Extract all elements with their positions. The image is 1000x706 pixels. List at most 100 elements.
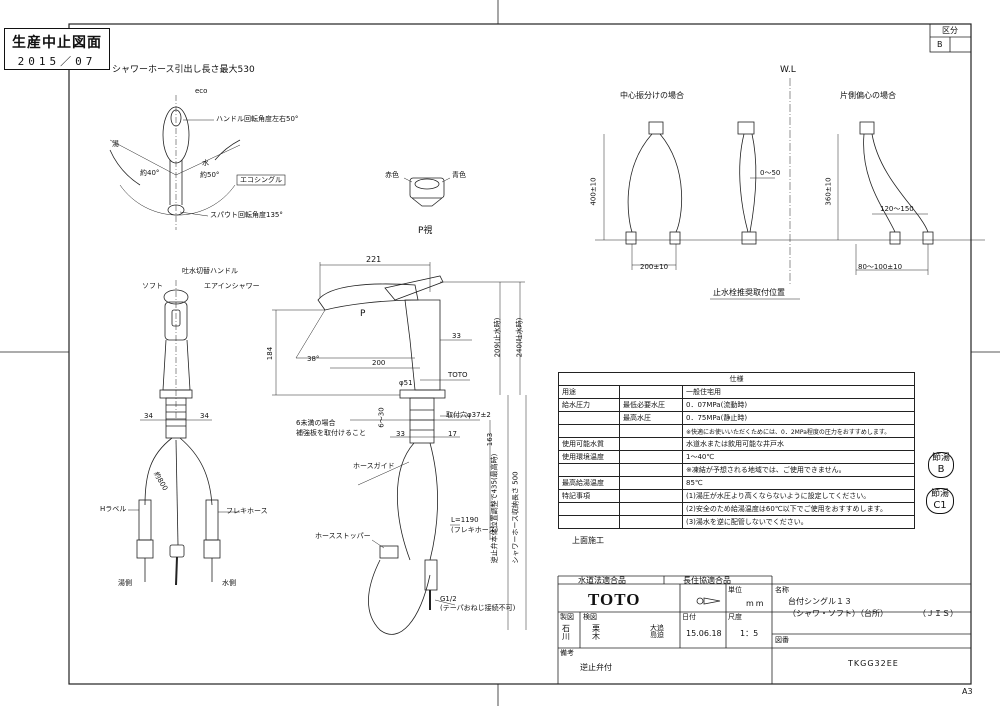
dim-right-34: 34 [200,412,209,420]
wl-view-drawing [595,78,985,300]
handle-rotation-label: ハンドル回転角度左右50° [216,115,299,123]
hot-angle-label: 約40° [140,169,160,177]
center-case-label: 中心振分けの場合 [620,91,684,100]
date-value: 15.06.18 [686,629,722,638]
p-view-caption: P視 [418,226,433,236]
dim-0-50: 0～50 [760,169,781,177]
angle-38: 38° [307,355,320,363]
soft-label: ソフト [142,282,163,290]
dim-33b: 33 [396,430,405,438]
blue-mark-label: 青色 [452,171,466,179]
dim-80-100: 80～100±10 [858,263,903,271]
remarks-value: 逆止弁付 [580,663,612,672]
thread-label: G1/2 [440,595,457,603]
hose-storage-label: シャワーホース収納長さ 500 [511,471,520,564]
dim-6-30: 6～30 [377,407,386,428]
cert-waterworks: 水道法適合品 [578,576,626,585]
table-row: (2)安全のため給湯温度は60℃以下でご使用をおすすめします。 [558,502,915,516]
hot-label: 湯 [112,140,119,148]
table-row: 使用可能水質水道水または飲用可能な井戸水 [558,437,915,451]
hose-stopper-label: ホースストッパー [315,532,371,540]
dim-33: 33 [452,332,461,340]
dim-left-34: 34 [144,412,153,420]
remarks-label: 備考 [560,649,574,657]
water-label: 水 [202,159,209,167]
check-name: 栗木 [592,624,600,641]
dim-400: 400±10 [589,177,598,206]
dim-200-10: 200±10 [640,263,669,271]
spec-title: 仕様 [558,372,915,386]
spout-rotation-label: スパウト回転角度135° [210,211,283,219]
dim-209: 209(止水時) [493,317,502,358]
toto-body-label: TOTO [448,371,468,379]
name-label: 名称 [775,586,789,594]
p-arrow-label: P [360,309,366,319]
drawing-no-label: 図番 [775,636,789,644]
flex-hose-label: フレキホース [226,507,268,515]
scale-value: 1：5 [740,629,759,638]
front-view-drawing [128,280,240,586]
check-label: 検図 [583,613,597,621]
dim-17: 17 [448,430,457,438]
offset-case-label: 片側偏心の場合 [840,91,896,100]
aerator-label: エアインシャワー [204,282,260,290]
cert-housing: 長住協適合品 [683,576,731,585]
approve-name: 大追島迫 [650,624,664,639]
dim-163: 163 [486,432,495,447]
water-saving-badge-b: 節湯 B [928,452,954,478]
six-holes-note2: 補強板を取付けること [296,429,366,437]
eco-single-label: エコシングル [240,176,282,184]
water-angle-label: 約50° [200,171,220,179]
dim-120-150: 120～150 [880,205,914,213]
toto-logo: TOTO [588,590,641,609]
red-mark-label: 赤色 [385,171,399,179]
table-row: 用途 一般住宅用 [558,385,915,399]
table-row: ※快適にお使いいただくためには、0．2MPa程度の圧力をおすすめします。 [558,424,915,438]
jis-label: （ＪＩＳ） [918,609,958,618]
name-line1: 台付シングル１３ [788,597,852,606]
top-view-drawing [109,95,286,230]
title-block-lines [557,575,971,684]
six-holes-note1: 6未満の場合 [296,419,336,427]
p-view-drawing [403,177,451,207]
dim-221: 221 [366,255,382,264]
hose-guide-label: ホースガイド [353,462,395,470]
date-label: 日付 [682,613,696,621]
dim-phi51: φ51 [399,379,413,387]
top-install-label: 上面施工 [572,536,604,545]
water-saving-badge-c1: 節湯 C1 [926,488,954,514]
dim-184: 184 [266,346,275,361]
table-row: 特記事項(1)湯圧が水圧より高くならないように設定してください。 [558,489,915,503]
eco-label: eco [195,87,208,95]
check-valve-note: 逆止弁本体位置調整で435(最高時) [490,453,499,564]
class-value: B [937,40,943,49]
wl-label: W.L [780,65,796,75]
unit-value: mm [746,599,766,608]
unit-label: 単位 [728,586,742,594]
table-row: ※凍結が予想される地域では、ご使用できません。 [558,463,915,477]
discontinued-stamp: 生産中止図面 2015／07 [4,28,110,70]
name-line2: （シャワ・ソフト）（台所） [788,609,888,618]
stamp-date: 2015／07 [17,55,97,68]
sheet-size: A3 [962,687,973,696]
dim-200: 200 [372,359,386,367]
thread-sub: (テーパおねじ接続不可) [440,604,516,612]
wl-caption: 止水栓推奨取付位置 [713,288,785,297]
drawing-no-value: TKGG32EE [848,659,899,668]
h-label: Hラベル [100,505,127,513]
hot-side-label: 湯側 [118,579,132,587]
side-view-drawing [272,262,527,635]
class-label: 区分 [942,26,958,35]
table-row: (3)湯水を逆に配管しないでください。 [558,515,915,529]
drawn-name: 石川 [562,624,570,641]
hose-pullout-note: シャワーホース引出し長さ最大530 [112,65,255,75]
flex-length-sub: (フレキホース) [451,526,499,534]
switch-handle-label: 吐水切替ハンドル [182,267,238,275]
dim-240: 240(吐水時) [515,317,524,358]
